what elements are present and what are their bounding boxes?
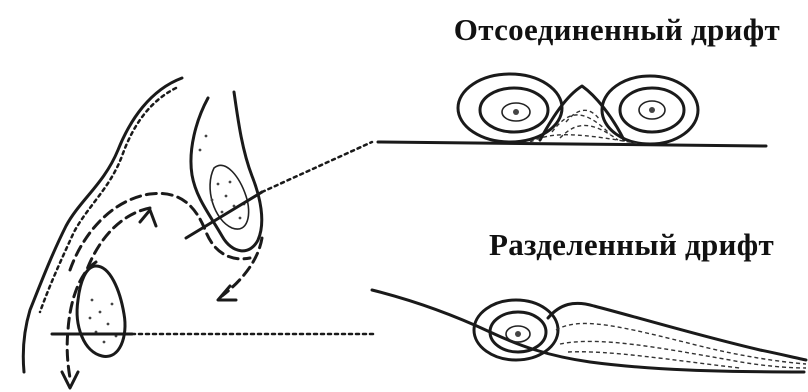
current-flow-path-main <box>70 193 250 270</box>
lower-drift-stipple <box>89 299 118 344</box>
outer-contour-line <box>23 78 182 372</box>
outer-contour-stipple <box>40 88 176 312</box>
left-eddy-core <box>513 109 519 115</box>
right-eddy-core <box>649 107 655 113</box>
separated-drift-label: Разделенный дрифт <box>489 227 774 263</box>
detached-drift-section <box>378 74 766 146</box>
separated-drift-layer-3 <box>568 352 740 368</box>
detached-drift-label: Отсоединенный дрифт <box>454 12 780 48</box>
detached-seafloor-line <box>378 142 766 146</box>
separated-drift-section <box>372 290 806 372</box>
guide-line-to-detached <box>262 142 372 192</box>
separated-drift-top <box>548 303 806 360</box>
flow-arrowhead-2 <box>140 210 156 226</box>
plan-view-sketch <box>23 78 262 388</box>
separated-slope-line <box>372 290 804 372</box>
lower-drift-flow <box>67 262 96 378</box>
separated-eddy-core <box>515 331 521 337</box>
